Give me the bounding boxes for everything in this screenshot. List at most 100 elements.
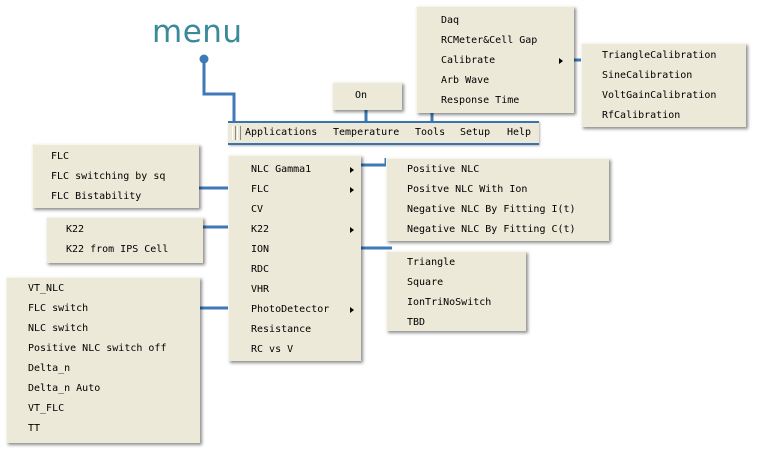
menu-item-label: Square [407, 277, 444, 288]
menu-item-flc-switching-sq[interactable]: FLC switching by sq [33, 167, 199, 187]
menubar-tools[interactable]: Tools [415, 127, 446, 138]
menu-item-label: K22 [66, 224, 85, 235]
menu-item-rf-calibration[interactable]: RfCalibration [582, 106, 746, 126]
menu-item-label: RC vs V [251, 344, 294, 355]
menu-item-label: VT_FLC [28, 403, 65, 414]
submenu-arrow-icon [350, 227, 354, 233]
menu-item-sine-calibration[interactable]: SineCalibration [582, 66, 746, 86]
menu-item-label: TT [28, 423, 41, 434]
menu-item-resistance[interactable]: Resistance [229, 320, 361, 340]
menu-item-k22-basic[interactable]: K22 [47, 220, 203, 240]
menu-item-flc-basic[interactable]: FLC [33, 147, 199, 167]
menu-item-rc-vs-v[interactable]: RC vs V [229, 340, 361, 360]
submenu-arrow-icon [559, 58, 563, 64]
menu-item-tt[interactable]: TT [7, 419, 200, 439]
menu-item-nlc-gamma1[interactable]: NLC Gamma1 [229, 160, 361, 180]
menu-item-daq[interactable]: Daq [417, 11, 574, 31]
menu-item-ion[interactable]: ION [229, 240, 361, 260]
menu-item-negative-nlc-it[interactable]: Negative NLC By Fitting I(t) [387, 200, 609, 220]
menu-item-vhr[interactable]: VHR [229, 280, 361, 300]
submenu-arrow-icon [350, 187, 354, 193]
menu-item-voltgain-calibration[interactable]: VoltGainCalibration [582, 86, 746, 106]
menu-item-label: Delta_n [28, 363, 71, 374]
menu-bar: Applications Temperature Tools Setup Hel… [228, 121, 539, 145]
menu-item-calibrate[interactable]: Calibrate [417, 51, 574, 71]
toolbar-grip-icon [237, 126, 241, 140]
menu-item-label: FLC [251, 184, 270, 195]
menu-item-photodetector[interactable]: PhotoDetector [229, 300, 361, 320]
menu-item-label: FLC Bistability [51, 191, 142, 202]
menu-item-label: Positive NLC [407, 164, 480, 175]
menu-item-label: Daq [441, 15, 460, 26]
menu-item-tbd[interactable]: TBD [387, 313, 526, 333]
menu-item-label: IonTriNoSwitch [407, 297, 492, 308]
menu-item-label: Calibrate [441, 55, 496, 66]
menu-item-arb-wave[interactable]: Arb Wave [417, 71, 574, 91]
temperature-menu: On [332, 82, 402, 110]
menu-item-label: TBD [407, 317, 426, 328]
menu-item-label: Delta_n Auto [28, 383, 101, 394]
k22-menu: K22 K22 from IPS Cell [46, 217, 203, 263]
menu-item-label: FLC switch [28, 303, 89, 314]
flc-menu: FLC FLC switching by sq FLC Bistability [32, 144, 199, 208]
submenu-arrow-icon [350, 167, 354, 173]
menu-item-label: SineCalibration [602, 70, 693, 81]
menu-item-label: NLC Gamma1 [251, 164, 312, 175]
menubar-temperature[interactable]: Temperature [333, 127, 400, 138]
menu-item-label: NLC switch [28, 323, 89, 334]
menu-item-positive-nlc[interactable]: Positive NLC [387, 160, 609, 180]
menu-item-iontrinoswitch[interactable]: IonTriNoSwitch [387, 293, 526, 313]
menu-item-label: Resistance [251, 324, 312, 335]
menu-item-label: Triangle [407, 257, 456, 268]
menu-item-label: VoltGainCalibration [602, 90, 717, 101]
menu-item-k22-ips[interactable]: K22 from IPS Cell [47, 240, 203, 260]
menubar-help[interactable]: Help [507, 127, 532, 138]
menu-item-label: ION [251, 244, 270, 255]
menu-item-positive-nlc-switch-off[interactable]: Positive NLC switch off [7, 339, 200, 359]
menu-item-nlc-switch[interactable]: NLC switch [7, 319, 200, 339]
menu-item-label: K22 from IPS Cell [66, 244, 169, 255]
calibrate-menu: TriangleCalibration SineCalibration Volt… [581, 43, 746, 127]
menu-item-delta-n-auto[interactable]: Delta_n Auto [7, 379, 200, 399]
nlc-menu: Positive NLC Positve NLC With Ion Negati… [386, 158, 609, 241]
menu-item-label: RCMeter&Cell Gap [441, 35, 538, 46]
tools-menu: Daq RCMeter&Cell Gap Calibrate Arb Wave … [416, 6, 574, 113]
menu-item-vt-flc[interactable]: VT_FLC [7, 399, 200, 419]
menu-item-triangle-calibration[interactable]: TriangleCalibration [582, 46, 746, 66]
menu-item-label: VT_NLC [28, 283, 65, 294]
menu-item-label: Negative NLC By Fitting I(t) [407, 204, 576, 215]
menu-item-label: Positve NLC With Ion [407, 184, 528, 195]
menu-item-flc-switch[interactable]: FLC switch [7, 299, 200, 319]
menu-item-flc[interactable]: FLC [229, 180, 361, 200]
menu-item-label: FLC switching by sq [51, 171, 166, 182]
menu-item-negative-nlc-ct[interactable]: Negative NLC By Fitting C(t) [387, 220, 609, 240]
menu-item-vt-nlc[interactable]: VT_NLC [7, 279, 200, 299]
applications-menu: NLC Gamma1 FLC CV K22 ION RDC VHR PhotoD… [228, 155, 361, 361]
menu-item-rcmeter[interactable]: RCMeter&Cell Gap [417, 31, 574, 51]
toolbar-grip-icon [232, 126, 236, 140]
menu-item-triangle[interactable]: Triangle [387, 253, 526, 273]
menu-item-positive-nlc-ion[interactable]: Positve NLC With Ion [387, 180, 609, 200]
menu-item-k22[interactable]: K22 [229, 220, 361, 240]
menu-item-label: CV [251, 204, 264, 215]
menu-item-label: Positive NLC switch off [28, 343, 167, 354]
menubar-applications[interactable]: Applications [245, 127, 318, 138]
ion-menu: Triangle Square IonTriNoSwitch TBD [386, 251, 526, 331]
diagram-title: menu [152, 14, 243, 50]
photodetector-menu: VT_NLC FLC switch NLC switch Positive NL… [6, 277, 200, 443]
connector-title-menubar [202, 59, 236, 121]
menu-item-response-time[interactable]: Response Time [417, 91, 574, 111]
menu-item-label: RDC [251, 264, 270, 275]
menu-item-cv[interactable]: CV [229, 200, 361, 220]
menu-item-square[interactable]: Square [387, 273, 526, 293]
menu-item-label: Arb Wave [441, 75, 490, 86]
menu-item-on[interactable]: On [333, 86, 402, 106]
menu-item-flc-bistability[interactable]: FLC Bistability [33, 187, 199, 207]
menubar-setup[interactable]: Setup [460, 127, 491, 138]
menu-item-label: Response Time [441, 95, 520, 106]
menu-item-rdc[interactable]: RDC [229, 260, 361, 280]
menu-item-label: On [355, 90, 368, 101]
menu-item-label: TriangleCalibration [602, 50, 717, 61]
connector-dot-title [199, 54, 209, 64]
menu-item-delta-n[interactable]: Delta_n [7, 359, 200, 379]
